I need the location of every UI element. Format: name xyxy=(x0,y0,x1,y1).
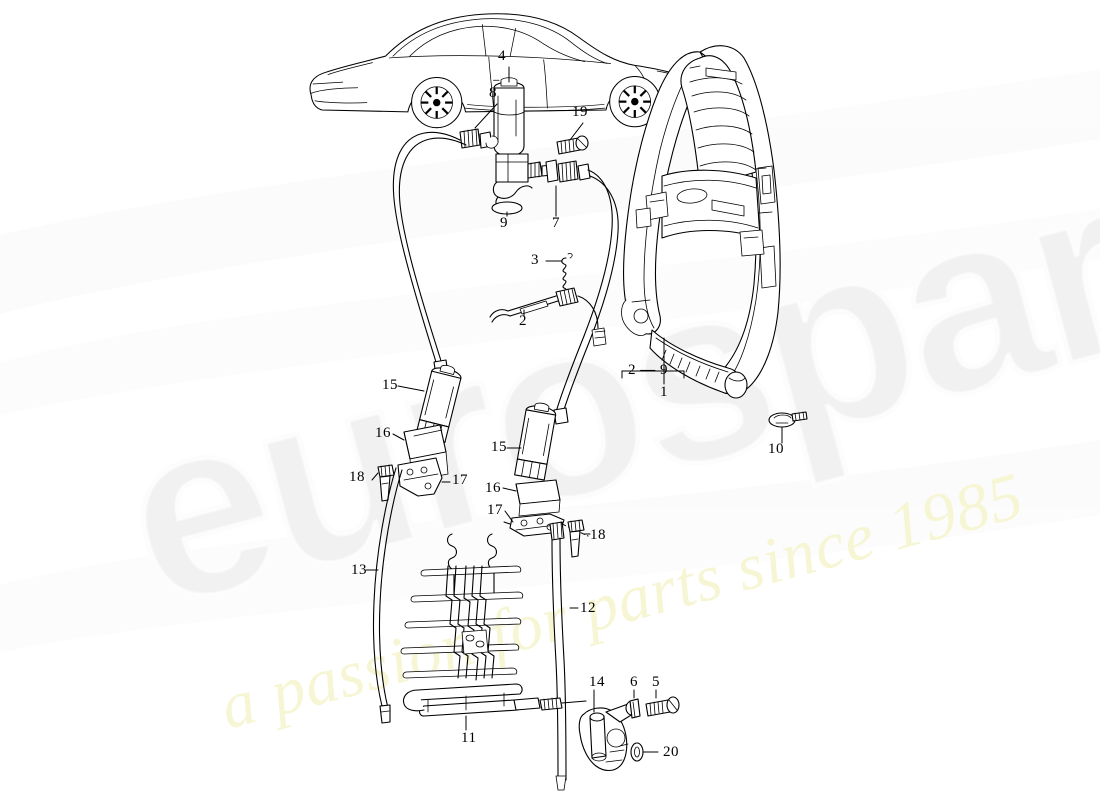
watermark-sheen-bands xyxy=(0,69,1100,653)
callout-13: 13 xyxy=(351,562,367,578)
callout-3: 3 xyxy=(531,252,539,268)
bolt-18-right-artwork xyxy=(567,519,591,558)
backrest-frame-artwork xyxy=(621,45,781,399)
callout-15-left: 15 xyxy=(382,377,398,393)
screw-19-artwork xyxy=(556,135,589,155)
callout-12: 12 xyxy=(580,600,596,616)
clip-9-artwork xyxy=(491,181,533,217)
callout-10: 10 xyxy=(768,441,784,457)
callout-7: 7 xyxy=(552,215,560,231)
washer-6-artwork xyxy=(629,689,641,719)
grommet-20-artwork xyxy=(630,742,659,762)
callout-11: 11 xyxy=(461,730,477,746)
bolt-18-left-artwork xyxy=(371,464,395,502)
callout-2: 2 xyxy=(519,313,527,329)
callout-19: 19 xyxy=(572,104,588,120)
callout-9: 9 xyxy=(500,215,508,231)
callout-17-right: 17 xyxy=(487,502,503,518)
callout-16-left: 16 xyxy=(375,425,391,441)
plate-17-left-artwork xyxy=(397,457,451,497)
callout-16-right: 16 xyxy=(485,480,501,496)
porsche-911-illustration xyxy=(309,13,699,129)
lumbar-spring-mat-11-artwork xyxy=(400,533,587,731)
connector-7-artwork xyxy=(545,159,619,425)
bracket-14-artwork xyxy=(578,689,639,772)
callout-6: 6 xyxy=(630,674,638,690)
lever-rod-2-artwork xyxy=(489,287,599,329)
bracket-16-right-artwork xyxy=(515,479,561,517)
callout-2-9: 2 — 9 xyxy=(628,362,668,378)
callout-20: 20 xyxy=(663,744,679,760)
cable-13-artwork xyxy=(365,467,403,724)
cable-12-artwork xyxy=(549,521,579,791)
callout-18-left: 18 xyxy=(349,469,365,485)
callout-8: 8 xyxy=(489,85,497,101)
screw-clip-10-artwork xyxy=(768,411,808,444)
range-bracket-leader xyxy=(621,337,685,385)
callout-1: 1 xyxy=(660,384,668,400)
callout-15-right: 15 xyxy=(491,439,507,455)
motor-15-right-artwork xyxy=(514,402,557,481)
callout-4: 4 xyxy=(498,48,506,64)
callout-leaders xyxy=(392,66,584,523)
bolt-5-artwork xyxy=(645,689,680,717)
callout-17-left: 17 xyxy=(452,472,468,488)
cable-crimp-artwork xyxy=(591,327,607,347)
callout-18-right: 18 xyxy=(590,527,606,543)
callout-14: 14 xyxy=(589,674,605,690)
callout-5: 5 xyxy=(652,674,660,690)
